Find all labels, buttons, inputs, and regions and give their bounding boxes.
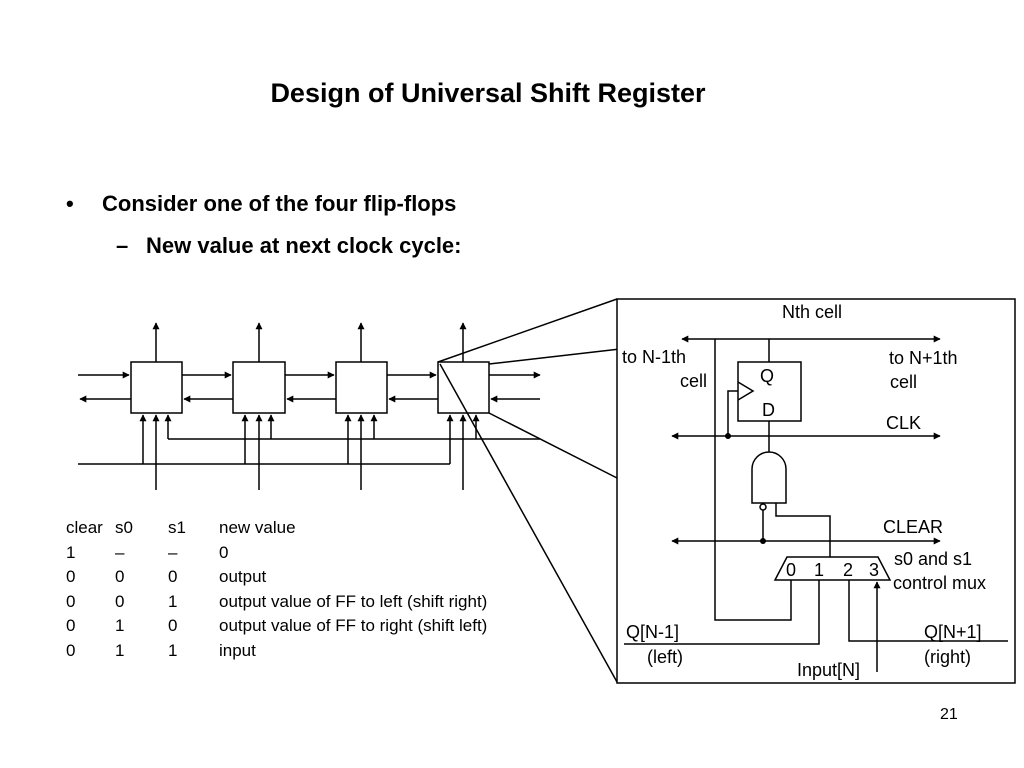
cell-new-value: input bbox=[219, 640, 256, 660]
junction-dot bbox=[760, 538, 766, 544]
zoom-callout-line bbox=[437, 298, 618, 363]
cell-clear: 0 bbox=[66, 567, 76, 586]
mux-to-gate-line bbox=[775, 503, 831, 557]
table-row: 0 1 0 output value of FF to right (shift… bbox=[66, 614, 487, 639]
header-new-value: new value bbox=[219, 518, 296, 537]
junction-dot bbox=[725, 433, 731, 439]
cell-title: Nth cell bbox=[782, 302, 842, 322]
flip-flop-4 bbox=[437, 361, 490, 414]
cell-new-value: output value of FF to left (shift right) bbox=[219, 591, 488, 611]
clock-wire bbox=[727, 390, 738, 436]
table-row: 0 0 0 output bbox=[66, 565, 487, 590]
clear-label: CLEAR bbox=[883, 517, 943, 537]
bullet-point-2-text: New value at next clock cycle: bbox=[146, 233, 462, 258]
and-gate-icon bbox=[751, 451, 787, 504]
table-row: 1 – – 0 bbox=[66, 541, 487, 566]
flip-flop-1 bbox=[130, 361, 183, 414]
to-prev-cell-label: to N-1th bbox=[622, 347, 686, 367]
cell-s0: 0 bbox=[115, 591, 125, 611]
cell-clear: 0 bbox=[66, 640, 76, 660]
table-row: 0 1 1 input bbox=[66, 639, 487, 664]
mux-input-2: 2 bbox=[843, 560, 853, 580]
control-mux bbox=[773, 556, 892, 581]
right-input-line bbox=[848, 580, 1008, 642]
cell-s0: 0 bbox=[115, 567, 125, 586]
cell-s1: 0 bbox=[168, 616, 178, 635]
slide-title: Design of Universal Shift Register bbox=[270, 78, 706, 108]
cell-new-value: 0 bbox=[219, 542, 229, 562]
cell-clear: 1 bbox=[66, 542, 76, 562]
clk-label: CLK bbox=[886, 413, 921, 433]
mux-select-label: s0 and s1 bbox=[894, 549, 972, 569]
truth-table-header: clear s0 s1 new value bbox=[66, 516, 487, 541]
bullet-point-1: • Consider one of the four flip-flops bbox=[66, 191, 456, 217]
left-input-label: Q[N-1] bbox=[626, 622, 679, 642]
ff-d-label: D bbox=[762, 400, 775, 420]
page-number: 21 bbox=[940, 706, 958, 723]
to-prev-cell-label: cell bbox=[680, 371, 707, 391]
cell-new-value: output value of FF to right (shift left) bbox=[219, 616, 488, 635]
right-input-label: Q[N+1] bbox=[924, 622, 982, 642]
zoom-callout-line bbox=[439, 363, 618, 683]
register-overview bbox=[78, 298, 621, 683]
cell-s0: – bbox=[115, 542, 125, 562]
feedback-loop-line bbox=[714, 339, 792, 621]
cell-clear: 0 bbox=[66, 616, 76, 635]
ff-q-label: Q bbox=[760, 366, 774, 386]
mux-input-3: 3 bbox=[869, 560, 879, 580]
cell-s0: 1 bbox=[115, 616, 125, 635]
mux-input-1: 1 bbox=[814, 560, 824, 580]
header-s0: s0 bbox=[115, 518, 133, 537]
to-next-cell-label: cell bbox=[890, 372, 917, 392]
header-clear: clear bbox=[66, 518, 103, 537]
nth-cell-detail: Nth cell to N-1th cell to N+1th cell Q D… bbox=[616, 298, 1016, 684]
cell-s1: 0 bbox=[168, 567, 178, 586]
zoom-callout-line bbox=[488, 348, 621, 365]
cell-new-value: output bbox=[219, 567, 267, 586]
flip-flop-3 bbox=[335, 361, 388, 414]
table-row: 0 0 1 output value of FF to left (shift … bbox=[66, 590, 487, 615]
bullet-point-1-text: Consider one of the four flip-flops bbox=[102, 191, 457, 216]
left-input-label: (left) bbox=[647, 647, 683, 667]
mux-select-label: control mux bbox=[893, 573, 986, 593]
input-n-label: Input[N] bbox=[797, 660, 860, 680]
cell-s1: 1 bbox=[168, 591, 178, 611]
zoom-callout-line bbox=[488, 412, 618, 479]
dash-icon: – bbox=[116, 233, 129, 258]
d-flip-flop bbox=[737, 361, 802, 422]
to-next-cell-label: to N+1th bbox=[889, 348, 958, 368]
flip-flop-2 bbox=[232, 361, 286, 414]
inversion-bubble bbox=[759, 503, 767, 511]
header-s1: s1 bbox=[168, 518, 186, 537]
bullet-icon: • bbox=[66, 191, 74, 216]
mux-input-0: 0 bbox=[786, 560, 796, 580]
left-input-line bbox=[624, 580, 820, 645]
right-input-label: (right) bbox=[924, 647, 971, 667]
cell-frame bbox=[616, 298, 1016, 684]
bullet-point-2: –New value at next clock cycle: bbox=[116, 233, 462, 259]
truth-table: clear s0 s1 new value 1 – – 0 0 0 0 outp… bbox=[66, 516, 487, 663]
cell-clear: 0 bbox=[66, 591, 76, 611]
cell-s1: – bbox=[168, 542, 178, 562]
cell-s0: 1 bbox=[115, 640, 125, 660]
clock-input-icon bbox=[737, 381, 755, 401]
cell-s1: 1 bbox=[168, 640, 178, 660]
